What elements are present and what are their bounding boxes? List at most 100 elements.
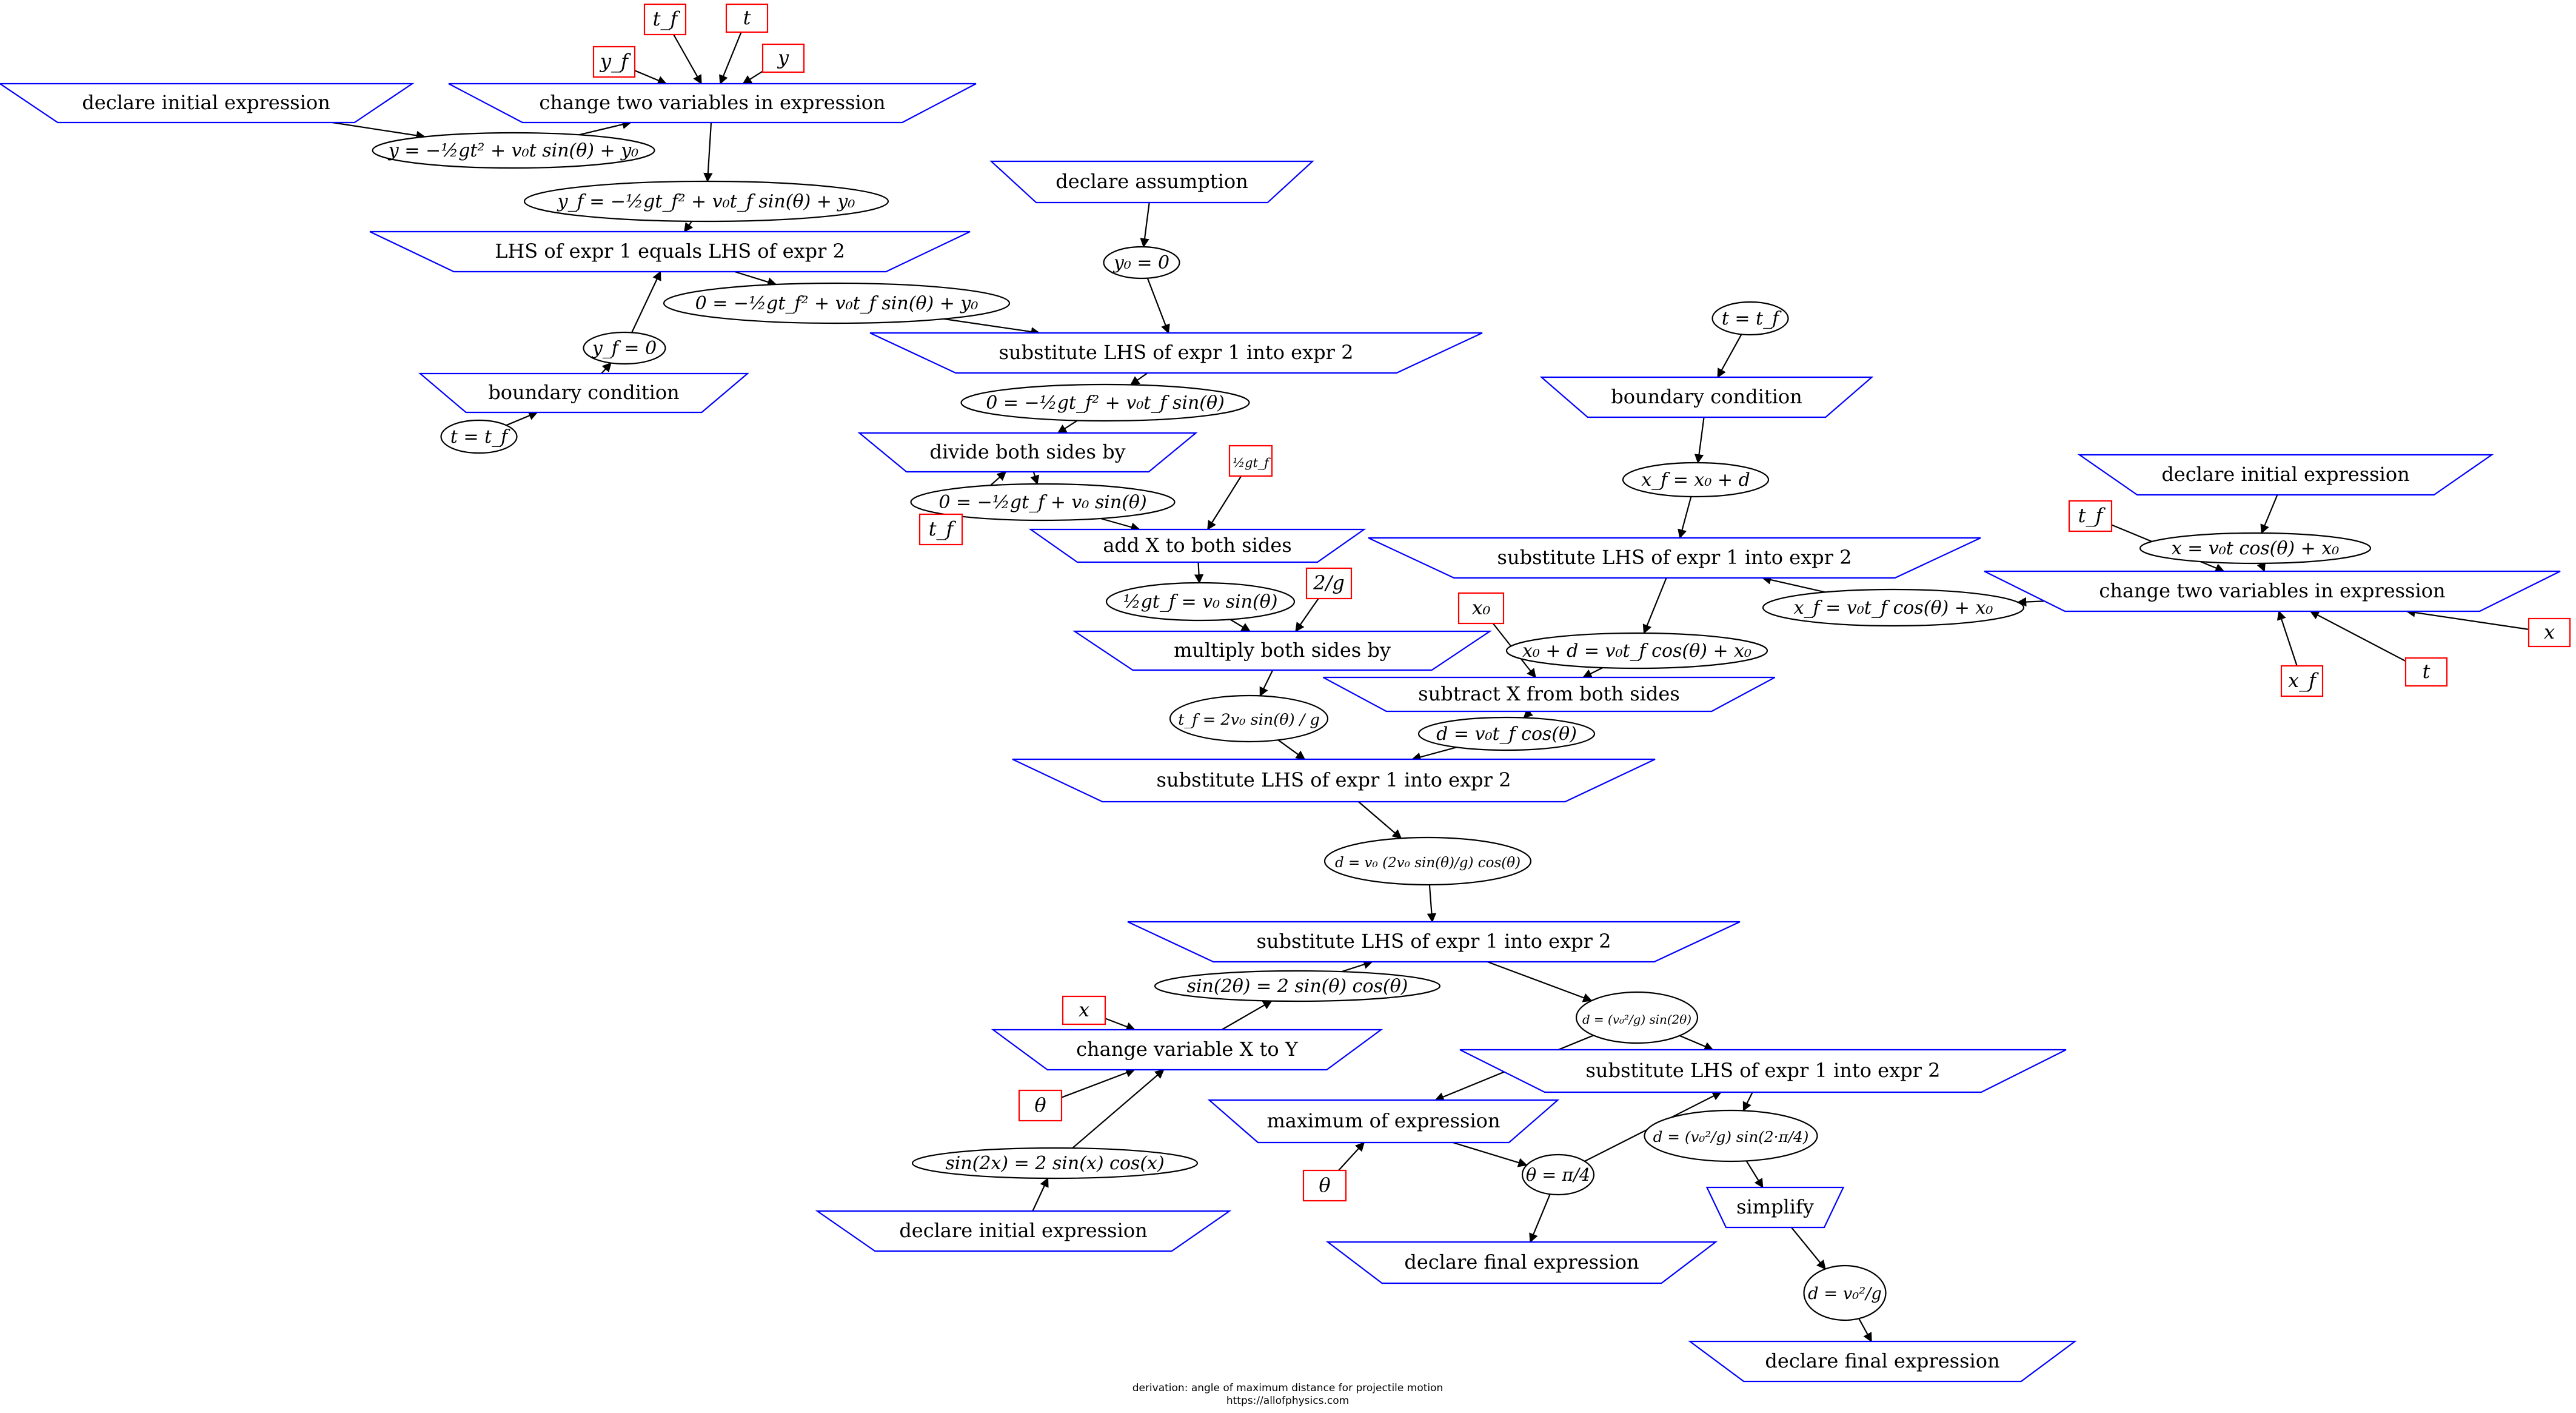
- expression-node-label: x_f = x₀ + d: [1641, 469, 1750, 491]
- edge-xf_d-to-sub_xf: [1678, 496, 1692, 539]
- expression-node-shape: [663, 282, 1011, 324]
- edge-declare_assumption-to-y0_zero: [1140, 202, 1150, 248]
- edge-subtract-to-d_cos: [1523, 708, 1533, 719]
- expression-node-shape: [1417, 716, 1596, 751]
- feed-node-xf-c: x_f: [2280, 665, 2324, 697]
- expression-node-tf-solution: t_f = 2v₀ sin(θ) / g: [1169, 694, 1329, 743]
- expression-node-label: 0 = −½gt_f² + v₀t_f sin(θ) + y₀: [695, 293, 979, 314]
- expression-node-shape: [1644, 1109, 1818, 1163]
- inference-node-label: divide both sides by: [929, 440, 1125, 463]
- inference-node-label: declare initial expression: [899, 1219, 1147, 1242]
- expression-node-label: d = v₀t_f cos(θ): [1436, 723, 1577, 745]
- edge-half_gtf_expr-to-multiply: [1229, 619, 1251, 632]
- inference-node-label: simplify: [1736, 1195, 1814, 1218]
- inference-node-declare-final-d: declare final expression: [1688, 1340, 2077, 1383]
- inference-node-shape: [1688, 1340, 2077, 1383]
- feed-node-shape: [1302, 1169, 1347, 1202]
- feed-node-label: 2/g: [1313, 571, 1345, 594]
- inference-node-divide: divide both sides by: [857, 432, 1198, 473]
- inference-node-shape: [869, 332, 1483, 374]
- inference-node-sub-xf: substitute LHS of expr 1 into expr 2: [1368, 537, 1981, 579]
- feed-node-half-gtf: ½gt_f: [1228, 445, 1273, 477]
- expression-node-d-cos: d = v₀t_f cos(θ): [1417, 716, 1596, 751]
- edge-declare_initial_x-to-x_initial: [2260, 494, 2278, 534]
- footer-url: https://allofphysics.com: [1226, 1395, 1349, 1407]
- expression-node-label: d = (v₀²/g) sin(2·π/4): [1653, 1128, 1809, 1146]
- inference-node-declare-assumption: declare assumption: [989, 160, 1314, 204]
- expression-node-zero-no-y0: 0 = −½gt_f² + v₀t_f sin(θ): [960, 383, 1250, 422]
- inference-node-shape: [989, 160, 1314, 204]
- expression-node-label: y = −½gt² + v₀t sin(θ) + y₀: [387, 140, 638, 161]
- edge-t_c-to-change_two_vars_x: [2309, 611, 2406, 662]
- edge-boundary_x-to-xf_d: [1694, 417, 1705, 464]
- inference-node-declare-initial-y: declare initial expression: [0, 82, 415, 124]
- feed-node-two-over-g: 2/g: [1305, 567, 1353, 600]
- inference-node-label: LHS of expr 1 equals LHS of expr 2: [495, 240, 845, 263]
- expression-node-d-final: d = v₀²/g: [1803, 1264, 1887, 1321]
- feed-node-shape: [643, 3, 687, 36]
- edge-xf_c-to-change_two_vars_x: [2277, 610, 2298, 666]
- inference-node-shape: [0, 82, 415, 124]
- edge-sin2x-to-change_var: [1072, 1069, 1165, 1149]
- expression-node-label: sin(2x) = 2 sin(x) cos(x): [945, 1153, 1164, 1174]
- expression-node-shape: [1762, 588, 2025, 627]
- edge-yf_expr-to-lhs_equals: [684, 221, 694, 233]
- feed-node-y-a: y: [761, 43, 805, 73]
- inference-node-shape: [1028, 528, 1367, 563]
- edge-lhs_equals-to-zero_expr: [734, 270, 777, 287]
- inference-node-shape: [1072, 630, 1493, 671]
- expression-node-yf-zero: y_f = 0: [583, 331, 666, 365]
- inference-node-label: substitute LHS of expr 1 into expr 2: [999, 341, 1354, 364]
- inference-node-label: change variable X to Y: [1076, 1038, 1299, 1061]
- edge-yf_zero-to-lhs_equals: [631, 270, 661, 333]
- edge-xf_expr-to-sub_xf: [1761, 575, 1825, 593]
- expression-node-shape: [960, 383, 1250, 422]
- expression-node-shape: [583, 331, 666, 365]
- edge-maximum-to-theta_pi4: [1453, 1141, 1528, 1167]
- expression-node-label: sin(2θ) = 2 sin(θ) cos(θ): [1187, 976, 1408, 997]
- expression-node-y-initial: y = −½gt² + v₀t sin(θ) + y₀: [372, 132, 655, 169]
- feed-node-tf-a: t_f: [643, 3, 687, 36]
- expression-node-yf-expr: y_f = −½gt_f² + v₀t_f sin(θ) + y₀: [523, 180, 889, 223]
- expression-node-shape: [911, 1147, 1199, 1180]
- edge-zero_no_y0-to-divide: [1057, 420, 1078, 434]
- edge-theta_d-to-change_var: [1061, 1068, 1136, 1098]
- feed-node-theta-d: θ: [1018, 1089, 1063, 1122]
- expression-node-theta-pi4: θ = π/4: [1521, 1153, 1595, 1196]
- expression-node-y0-zero: y₀ = 0: [1103, 246, 1180, 280]
- inference-node-change-two-vars-x: change two variables in expression: [1984, 570, 2561, 613]
- expression-node-t-tf-right: t = t_f: [1711, 301, 1789, 336]
- feed-node-t-c: t: [2404, 657, 2448, 687]
- expression-node-shape: [1169, 694, 1329, 743]
- feed-node-shape: [2404, 657, 2448, 687]
- edge-t_tf_left-to-boundary_y: [506, 411, 538, 426]
- edge-t_a-to-change_two_vars_y: [719, 32, 742, 85]
- feed-node-theta-e: θ: [1302, 1169, 1347, 1202]
- inference-node-label: declare final expression: [1404, 1250, 1639, 1274]
- feed-node-shape: [1018, 1089, 1063, 1122]
- inference-node-lhs-equals: LHS of expr 1 equals LHS of expr 2: [369, 230, 971, 273]
- edge-boundary_y-to-yf_zero: [601, 362, 612, 374]
- feed-node-x-c: x: [2527, 617, 2571, 648]
- expression-node-shape: [1521, 1153, 1595, 1196]
- edge-declare_initial_y-to-y_initial: [332, 121, 426, 141]
- inference-node-shape: [418, 372, 750, 414]
- expression-node-shape: [1575, 991, 1699, 1044]
- expression-node-label: t = t_f: [450, 426, 510, 448]
- feed-node-label: y: [777, 46, 789, 69]
- feed-node-tf-c: t_f: [2068, 500, 2113, 532]
- inference-node-label: add X to both sides: [1103, 534, 1291, 557]
- feed-node-label: θ: [1034, 1093, 1046, 1116]
- inference-node-sub-y0: substitute LHS of expr 1 into expr 2: [869, 332, 1483, 374]
- feed-node-label: x: [2544, 620, 2555, 643]
- edge-y_a-to-change_two_vars_y: [742, 70, 763, 84]
- expression-node-label: x₀ + d = v₀t_f cos(θ) + x₀: [1522, 640, 1751, 662]
- edge-simplify-to-d_final: [1791, 1227, 1826, 1270]
- inference-node-label: change two variables in expression: [539, 91, 885, 114]
- inference-node-label: substitute LHS of expr 1 into expr 2: [1257, 930, 1611, 953]
- edge-add_x-to-half_gtf_expr: [1194, 562, 1204, 584]
- expression-node-shape: [1323, 836, 1532, 886]
- feed-node-shape: [1457, 592, 1505, 625]
- expression-node-shape: [1103, 246, 1180, 280]
- inference-node-label: change two variables in expression: [2099, 579, 2445, 602]
